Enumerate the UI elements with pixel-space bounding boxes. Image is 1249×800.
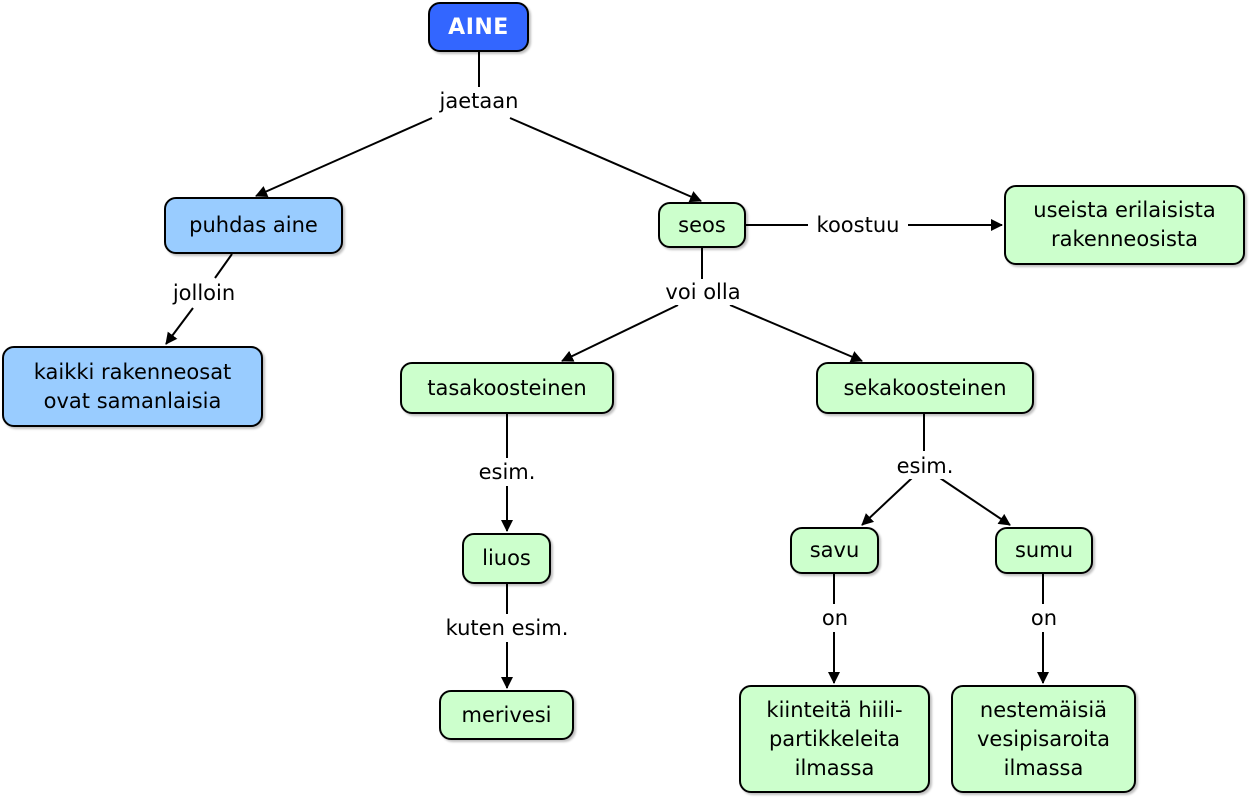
link-label-esim-tasakoosteinen: esim. bbox=[476, 459, 538, 485]
edge-jaetaan-seos bbox=[509, 117, 702, 203]
link-label-esim-sekakoosteinen: esim. bbox=[894, 453, 956, 479]
node-sekakoosteinen[interactable]: sekakoosteinen bbox=[816, 362, 1034, 414]
node-aine[interactable]: AINE bbox=[428, 2, 529, 52]
link-label-jaetaan: jaetaan bbox=[437, 88, 521, 114]
edge-voi-olla-seka bbox=[729, 304, 863, 363]
node-nestemaisia-vesipisaroita[interactable]: nestemäisiä vesipisaroita ilmassa bbox=[951, 685, 1136, 793]
link-label-on-sumu: on bbox=[1028, 605, 1060, 631]
link-label-kuten-esim: kuten esim. bbox=[443, 615, 571, 641]
link-label-jolloin: jolloin bbox=[170, 280, 238, 306]
edge-puhdas-jolloin bbox=[214, 253, 233, 279]
node-sumu[interactable]: sumu bbox=[995, 527, 1093, 574]
edge-esim-savu bbox=[861, 477, 913, 526]
edge-voi-olla-tasa bbox=[561, 304, 679, 362]
node-useista-erilaisista[interactable]: useista erilaisista rakenneosista bbox=[1004, 185, 1245, 265]
edge-esim-sumu bbox=[939, 477, 1011, 526]
node-tasakoosteinen[interactable]: tasakoosteinen bbox=[400, 362, 614, 414]
link-label-koostuu: koostuu bbox=[814, 212, 902, 238]
node-kiinteita-hiilipartikkeleita[interactable]: kiinteitä hiili- partikkeleita ilmassa bbox=[739, 685, 930, 793]
link-label-on-savu: on bbox=[819, 605, 851, 631]
node-liuos[interactable]: liuos bbox=[462, 533, 551, 584]
node-puhdas-aine[interactable]: puhdas aine bbox=[164, 197, 343, 254]
edge-jolloin-kaikki bbox=[165, 307, 194, 345]
node-seos[interactable]: seos bbox=[658, 202, 746, 248]
node-savu[interactable]: savu bbox=[790, 527, 879, 574]
link-label-voi-olla: voi olla bbox=[663, 279, 743, 305]
node-merivesi[interactable]: merivesi bbox=[439, 690, 574, 740]
edge-jaetaan-puhdas-aine bbox=[255, 117, 433, 198]
node-kaikki-rakenneosat[interactable]: kaikki rakenneosat ovat samanlaisia bbox=[2, 346, 263, 427]
